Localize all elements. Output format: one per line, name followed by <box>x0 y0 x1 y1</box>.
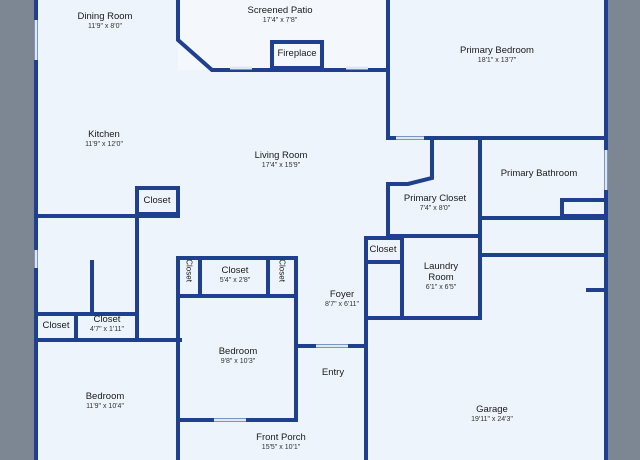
room-fireplace: Fireplace <box>277 48 317 59</box>
room-closet-hall: Closet <box>369 244 397 255</box>
room-closet-kitchen: Closet <box>143 195 171 206</box>
room-primary-bathroom: Primary Bathroom <box>500 168 578 179</box>
room-entry: Entry <box>321 367 345 378</box>
walls <box>34 0 608 460</box>
room-closet-right-small: Closet <box>277 259 287 282</box>
screened-patio-floor <box>178 0 388 70</box>
floor-area <box>36 0 606 460</box>
room-closet-left: Closet <box>42 320 70 331</box>
room-closet-left-small: Closet <box>184 259 194 282</box>
windows <box>34 20 608 422</box>
